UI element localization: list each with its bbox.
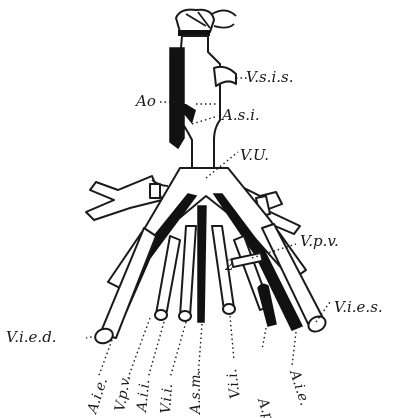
label-a-i-i: A.i.i. — [134, 379, 154, 415]
ligature-knot — [176, 10, 236, 36]
label-ao: Ao — [134, 92, 156, 110]
main-trunk — [170, 36, 236, 168]
label-v-i-i-left: V.i.i. — [158, 383, 176, 414]
label-v-p-v-right: V.p.v. — [300, 232, 339, 250]
label-a-p-v: A.p.v. — [254, 394, 282, 418]
label-a-i-e-right: A.i.e. — [286, 366, 313, 407]
label-v-s-i-s: V.s.i.s. — [246, 68, 293, 86]
label-v-u: V.U. — [240, 146, 269, 164]
aorta-strip — [170, 48, 184, 148]
label-a-i-e-left: A.i.e. — [84, 376, 111, 417]
label-a-s-i: A.s.i. — [220, 106, 260, 124]
label-number-2: 2 — [224, 258, 234, 274]
label-v-i-e-d: V.i.e.d. — [6, 328, 57, 346]
label-v-p-v-left: V.p.v. — [112, 374, 134, 412]
label-v-i-e-s: V.i.e.s. — [334, 298, 383, 316]
artery-middle — [198, 206, 206, 322]
label-a-s-m: A.s.m. — [188, 370, 204, 416]
label-v-i-i-right: V.i.i. — [224, 368, 244, 400]
